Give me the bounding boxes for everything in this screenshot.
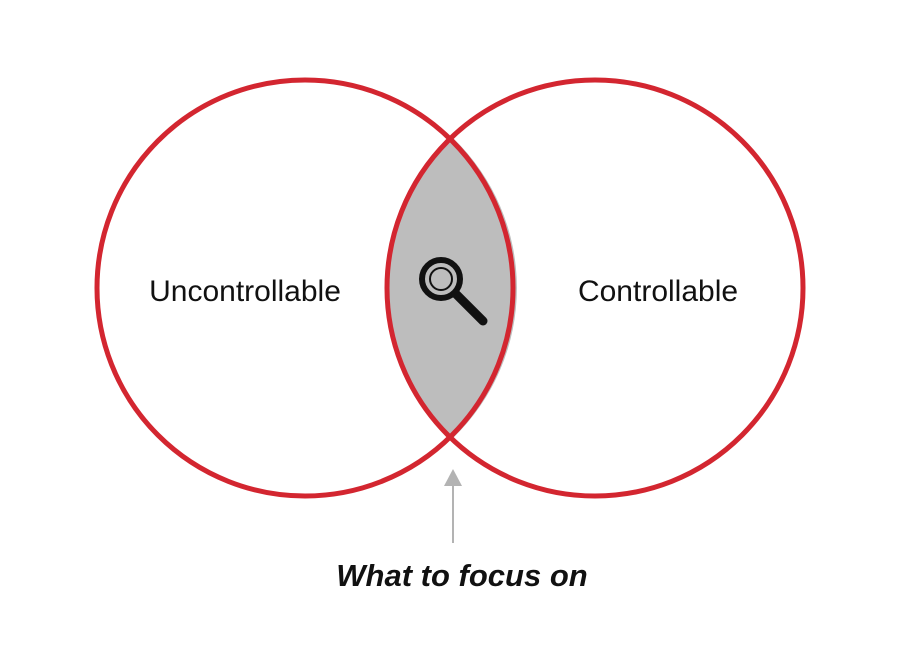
controllable-circle <box>384 77 806 499</box>
focus-caption: What to focus on <box>336 558 588 593</box>
uncontrollable-circle <box>94 77 516 499</box>
overlap-region <box>389 138 517 438</box>
magnifying-glass-icon <box>419 257 488 326</box>
pointer-arrow <box>444 469 462 543</box>
controllable-label: Controllable <box>577 275 739 308</box>
uncontrollable-label: Uncontrollable <box>149 275 341 308</box>
